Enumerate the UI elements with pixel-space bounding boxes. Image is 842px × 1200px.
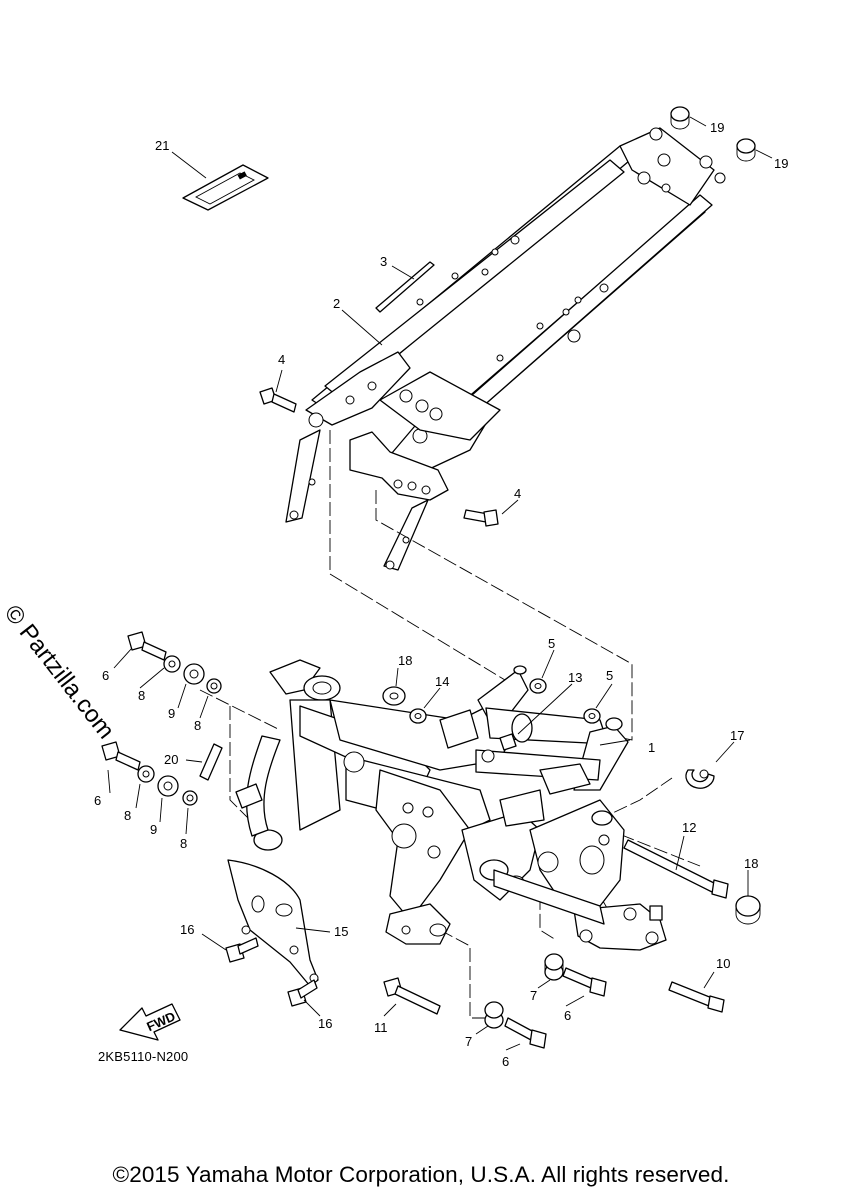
callout-1: 1 bbox=[648, 740, 655, 755]
part-13-bolt[interactable] bbox=[499, 733, 517, 751]
part-8-washer[interactable] bbox=[137, 765, 155, 783]
callout-7: 7 bbox=[530, 988, 537, 1003]
callout-12: 12 bbox=[682, 820, 696, 835]
callout-4: 4 bbox=[278, 352, 285, 367]
callout-18b: 18 bbox=[744, 856, 758, 871]
callout-21: 21 bbox=[155, 138, 169, 153]
part-5-collar[interactable] bbox=[529, 678, 547, 694]
callout-5b: 5 bbox=[606, 668, 613, 683]
callout-8b: 8 bbox=[194, 718, 201, 733]
part-6-bolt[interactable] bbox=[101, 741, 141, 771]
part-17-clip[interactable] bbox=[685, 769, 715, 789]
callout-9: 9 bbox=[168, 706, 175, 721]
part-10-bolt[interactable] bbox=[668, 981, 725, 1013]
callout-7b: 7 bbox=[465, 1034, 472, 1049]
callout-16: 16 bbox=[180, 922, 194, 937]
part-19-cap[interactable] bbox=[736, 138, 756, 162]
part-15-guard-plate[interactable] bbox=[227, 859, 319, 987]
callout-19: 19 bbox=[710, 120, 724, 135]
callout-6: 6 bbox=[102, 668, 109, 683]
part-8-washer[interactable] bbox=[163, 655, 181, 673]
callout-6d: 6 bbox=[502, 1054, 509, 1069]
fwd-arrow-icon: FWD bbox=[119, 1003, 181, 1041]
callout-11: 11 bbox=[374, 1020, 388, 1035]
part-9-collar[interactable] bbox=[183, 663, 205, 685]
part-18-damper[interactable] bbox=[382, 686, 406, 706]
part-16-bolt[interactable] bbox=[287, 979, 318, 1007]
part-1-main-frame[interactable] bbox=[235, 659, 667, 951]
callout-6c: 6 bbox=[564, 1008, 571, 1023]
part-20-strip[interactable] bbox=[199, 743, 223, 781]
part-12-through-bolt[interactable] bbox=[623, 839, 729, 899]
part-9-collar[interactable] bbox=[157, 775, 179, 797]
part-19-cap[interactable] bbox=[670, 106, 690, 130]
part-21-label[interactable] bbox=[182, 164, 269, 211]
part-16-bolt[interactable] bbox=[225, 937, 259, 963]
part-6-bolt[interactable] bbox=[562, 967, 607, 997]
callout-3: 3 bbox=[380, 254, 387, 269]
part-2-rear-frame[interactable] bbox=[285, 127, 726, 571]
callout-15: 15 bbox=[334, 924, 348, 939]
callout-9b: 9 bbox=[150, 822, 157, 837]
part-8-washer[interactable] bbox=[206, 678, 222, 694]
part-6-bolt[interactable] bbox=[127, 631, 167, 661]
part-11-bolt[interactable] bbox=[383, 977, 441, 1015]
part-4-bolt[interactable] bbox=[463, 509, 499, 527]
part-8-washer[interactable] bbox=[182, 790, 198, 806]
callout-18: 18 bbox=[398, 653, 412, 668]
callout-6b: 6 bbox=[94, 793, 101, 808]
callout-14: 14 bbox=[435, 674, 449, 689]
leader-lines bbox=[107, 116, 773, 1051]
callout-20: 20 bbox=[164, 752, 178, 767]
callout-17: 17 bbox=[730, 728, 744, 743]
fwd-label: FWD bbox=[144, 1009, 177, 1035]
part-14-collar[interactable] bbox=[409, 708, 427, 724]
callout-2: 2 bbox=[333, 296, 340, 311]
part-18-damper[interactable] bbox=[735, 895, 761, 925]
callout-19b: 19 bbox=[774, 156, 788, 171]
diagram-code: 2KB5110-N200 bbox=[98, 1049, 189, 1064]
part-6-bolt[interactable] bbox=[504, 1017, 547, 1049]
callout-labels: 1 2 3 4 4 5 5 6 6 6 6 7 7 8 8 8 8 9 9 10… bbox=[94, 120, 788, 1069]
copyright-notice: ©2015 Yamaha Motor Corporation, U.S.A. A… bbox=[112, 1162, 730, 1187]
callout-8c: 8 bbox=[124, 808, 131, 823]
callout-16b: 16 bbox=[318, 1016, 332, 1031]
callout-8d: 8 bbox=[180, 836, 187, 851]
part-7-spacer[interactable] bbox=[484, 1001, 504, 1029]
callout-10: 10 bbox=[716, 956, 730, 971]
callout-8: 8 bbox=[138, 688, 145, 703]
part-5-collar[interactable] bbox=[583, 708, 601, 724]
part-3-strip[interactable] bbox=[375, 261, 435, 313]
callout-5: 5 bbox=[548, 636, 555, 651]
callout-13: 13 bbox=[568, 670, 582, 685]
callout-4b: 4 bbox=[514, 486, 521, 501]
part-4-bolt[interactable] bbox=[259, 387, 297, 413]
part-7-spacer[interactable] bbox=[544, 953, 564, 981]
